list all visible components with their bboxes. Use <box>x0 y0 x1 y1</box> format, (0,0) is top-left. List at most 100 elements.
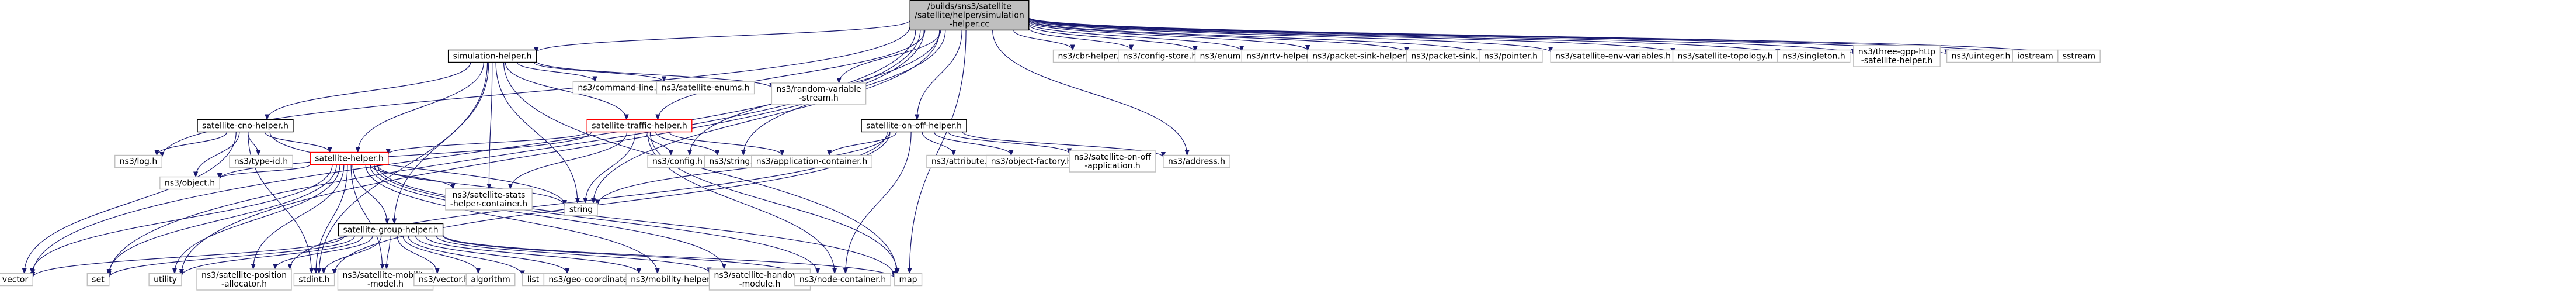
edge-sathelper-to-posalloc <box>253 164 345 270</box>
node-objfactory: ns3/object-factory.h <box>985 154 1077 168</box>
node-group[interactable]: satellite-group-helper.h <box>338 223 444 237</box>
node-topology: ns3/satellite-topology.h <box>1672 49 1778 63</box>
node-label: list <box>527 275 540 285</box>
node-box <box>751 154 872 168</box>
node-box <box>1163 154 1230 168</box>
node-simhelper[interactable]: simulation-helper.h <box>447 49 537 63</box>
edge-cnohelper-to-object <box>196 132 240 177</box>
node-enums: ns3/satellite-enums.h <box>656 81 755 95</box>
node-label: ns3/random-variable <box>776 85 861 94</box>
edge-simhelper-to-randvar <box>536 61 771 89</box>
node-sathelper[interactable]: satellite-helper.h <box>310 151 389 165</box>
node-box <box>86 273 110 287</box>
edge-root-to-set <box>109 30 921 277</box>
edge-simhelper-to-cnohelper <box>267 62 471 120</box>
edge-sathelper-to-vector <box>32 164 333 274</box>
edge-onoff-to-appcont <box>829 132 897 156</box>
node-uinteger: ns3/uinteger.h <box>1946 49 2016 63</box>
node-set: set <box>86 273 110 287</box>
node-cnohelper[interactable]: satellite-cno-helper.h <box>197 119 294 133</box>
node-cfgstore: ns3/config-store.h <box>1118 49 1202 63</box>
node-iostream: iostream <box>2012 49 2059 63</box>
node-label: satellite-traffic-helper.h <box>592 122 687 131</box>
edge-sathelper-to-string <box>377 164 565 206</box>
edge-simhelper-to-enums <box>533 61 664 82</box>
node-label: ns3/satellite-env-variables.h <box>1555 52 1671 61</box>
node-onoff[interactable]: satellite-on-off-helper.h <box>861 119 967 133</box>
edge-group-to-algorithm <box>402 236 478 274</box>
node-box <box>656 81 755 95</box>
edge-group-to-utility <box>182 236 363 277</box>
node-label: /satellite/helper/simulation <box>915 11 1024 20</box>
node-label: ns3/vector.h <box>419 275 469 285</box>
node-box <box>445 188 533 211</box>
node-label: -helper-container.h <box>450 199 527 209</box>
node-label: ns3/address.h <box>1168 157 1225 167</box>
node-label: ns3/cbr-helper.h <box>1058 52 1124 61</box>
edge-sathelper-to-mobmodel <box>350 164 382 270</box>
node-pktsinkhelper: ns3/packet-sink-helper.h <box>1307 49 1418 63</box>
node-box <box>0 273 33 287</box>
node-root[interactable]: /builds/sns3/satellite/satellite/helper/… <box>909 0 1030 31</box>
node-list: list <box>522 273 544 287</box>
node-label: -helper.cc <box>950 20 989 29</box>
node-label: iostream <box>2017 52 2053 61</box>
node-handover: ns3/satellite-handover-module.h <box>708 268 811 291</box>
node-label: -module.h <box>739 280 781 289</box>
edge-group-to-posalloc <box>275 236 373 270</box>
node-box <box>1479 49 1543 63</box>
node-enum: ns3/enum.h <box>1194 49 1254 63</box>
node-label: ns3/pointer.h <box>1484 52 1538 61</box>
edge-root-to-pktsinkhelper <box>1028 21 1308 51</box>
edge-onoff-to-objfactory <box>934 132 1011 156</box>
node-map: map <box>894 273 923 287</box>
node-box <box>861 119 967 133</box>
node-singleton: ns3/singleton.h <box>1777 49 1851 63</box>
edge-traffic-to-stats <box>510 132 628 189</box>
edge-root-to-singleton <box>1028 18 1778 55</box>
edge-group-to-mobhelper <box>425 236 639 274</box>
edge-group-to-map <box>442 235 895 278</box>
node-label: -model.h <box>367 280 404 289</box>
node-label: ns3/packet-sink.h <box>1411 52 1483 61</box>
node-stdint: stdint.h <box>293 273 335 287</box>
edge-simhelper-to-stats <box>489 62 493 189</box>
node-string: string <box>564 202 598 216</box>
edge-root-to-pktsink <box>1028 20 1407 53</box>
edge-root-to-envvars <box>1028 18 1551 53</box>
node-label: ns3/satellite-mobility <box>342 271 428 280</box>
edge-traffic-to-sathelper <box>388 131 587 155</box>
node-pointer: ns3/pointer.h <box>1479 49 1543 63</box>
node-label: ns3/singleton.h <box>1782 52 1845 61</box>
edge-root-to-onoff <box>917 30 962 120</box>
node-label: set <box>92 275 105 285</box>
node-box <box>771 82 867 105</box>
node-vector: vector <box>0 273 33 287</box>
node-label: /builds/sns3/satellite <box>927 2 1011 12</box>
edge-simhelper-to-traffic <box>505 62 627 120</box>
node-traffic[interactable]: satellite-traffic-helper.h <box>586 119 693 133</box>
edge-simhelper-to-string <box>495 62 578 204</box>
edge-sathelper-to-mobhelper <box>365 164 658 274</box>
edge-root-to-vector <box>33 30 916 275</box>
node-label: -satellite-helper.h <box>1861 56 1933 65</box>
node-label: -application.h <box>1084 161 1141 171</box>
node-label: -stream.h <box>799 94 838 103</box>
edge-sathelper-to-object <box>220 164 311 179</box>
node-box <box>447 49 537 63</box>
node-box <box>148 273 182 287</box>
edge-simhelper-to-cmdline <box>516 62 595 82</box>
node-label: ns3/satellite-handover <box>714 271 805 280</box>
node-label: ns3/config-store.h <box>1123 52 1197 61</box>
node-label: ns3/application-container.h <box>756 157 867 167</box>
edge-traffic-to-config <box>645 132 671 156</box>
edge-group-to-handover <box>436 236 709 273</box>
edge-cnohelper-to-log <box>157 132 228 156</box>
node-label: ns3/type-id.h <box>234 157 288 167</box>
node-label: ns3/string.h <box>709 157 757 167</box>
node-label: stdint.h <box>298 275 329 285</box>
node-box <box>114 154 162 168</box>
node-algorithm: algorithm <box>465 273 516 287</box>
node-address: ns3/address.h <box>1163 154 1230 168</box>
